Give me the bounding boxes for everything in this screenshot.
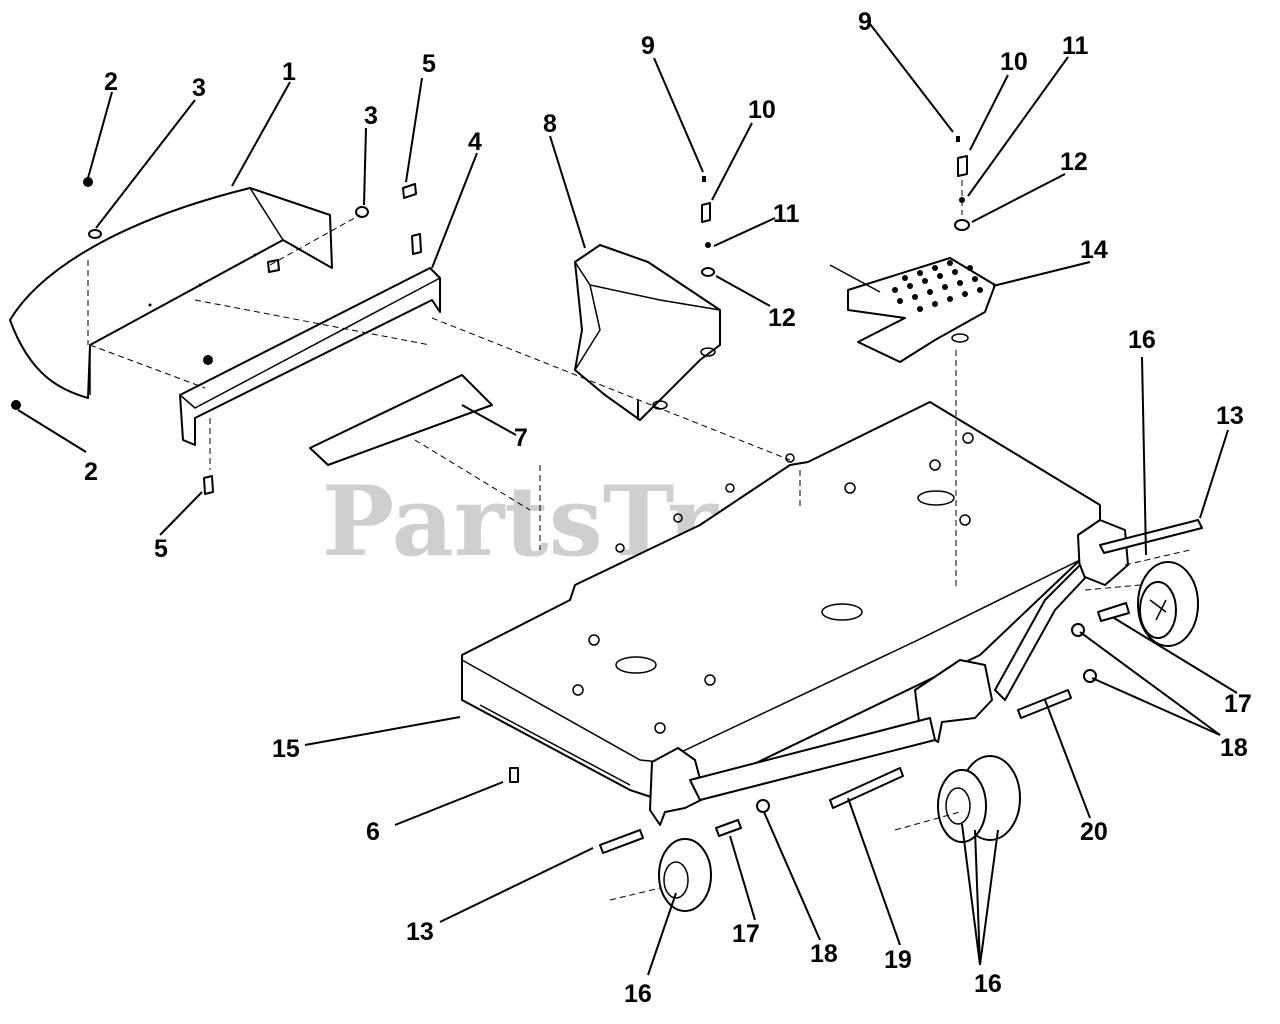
callout-10: 10	[1000, 48, 1028, 76]
callout-13: 13	[1216, 402, 1244, 430]
callout-9: 9	[641, 32, 655, 60]
callout-3: 3	[192, 74, 206, 102]
part-hardware	[11, 136, 1203, 854]
part-caster-wheels	[658, 561, 1199, 912]
assembly-lines	[87, 180, 1191, 901]
part-mower-deck	[461, 401, 1101, 801]
callout-5: 5	[422, 50, 436, 78]
callout-1: 1	[282, 58, 296, 86]
callout-7: 7	[514, 424, 528, 452]
part-belt-cover	[574, 244, 721, 421]
callout-6: 6	[366, 818, 380, 846]
callout-8: 8	[543, 110, 557, 138]
callout-5: 5	[154, 535, 168, 563]
callout-10: 10	[748, 96, 776, 124]
callout-2: 2	[104, 68, 118, 96]
part-plate	[309, 374, 493, 466]
callout-11: 11	[1062, 32, 1089, 60]
callout-12: 12	[768, 304, 796, 332]
leader-lines	[17, 23, 1238, 976]
callout-11: 11	[773, 200, 800, 228]
part-mounting-bracket	[179, 267, 441, 446]
callout-16: 16	[624, 980, 652, 1008]
callout-18: 18	[810, 940, 838, 968]
part-discharge-shield	[9, 187, 333, 399]
callout-17: 17	[1224, 690, 1252, 718]
callout-13: 13	[406, 918, 434, 946]
callout-labels: 1 2 2 3 3 4 5 5 6 7 8 9 9 10 10 11 11 12…	[84, 8, 1252, 1008]
callout-19: 19	[884, 946, 912, 974]
callout-12: 12	[1060, 148, 1088, 176]
callout-20: 20	[1080, 818, 1108, 846]
callout-15: 15	[272, 735, 300, 763]
callout-16: 16	[1128, 326, 1156, 354]
callout-14: 14	[1080, 236, 1108, 264]
callout-18: 18	[1220, 734, 1248, 762]
callout-17: 17	[732, 920, 760, 948]
callout-16: 16	[974, 970, 1002, 998]
part-front-axle	[649, 659, 993, 826]
callout-9: 9	[858, 8, 872, 36]
part-perforated-cover	[829, 257, 996, 363]
callout-4: 4	[468, 128, 482, 156]
callout-3: 3	[364, 102, 378, 130]
callout-2: 2	[84, 458, 98, 486]
